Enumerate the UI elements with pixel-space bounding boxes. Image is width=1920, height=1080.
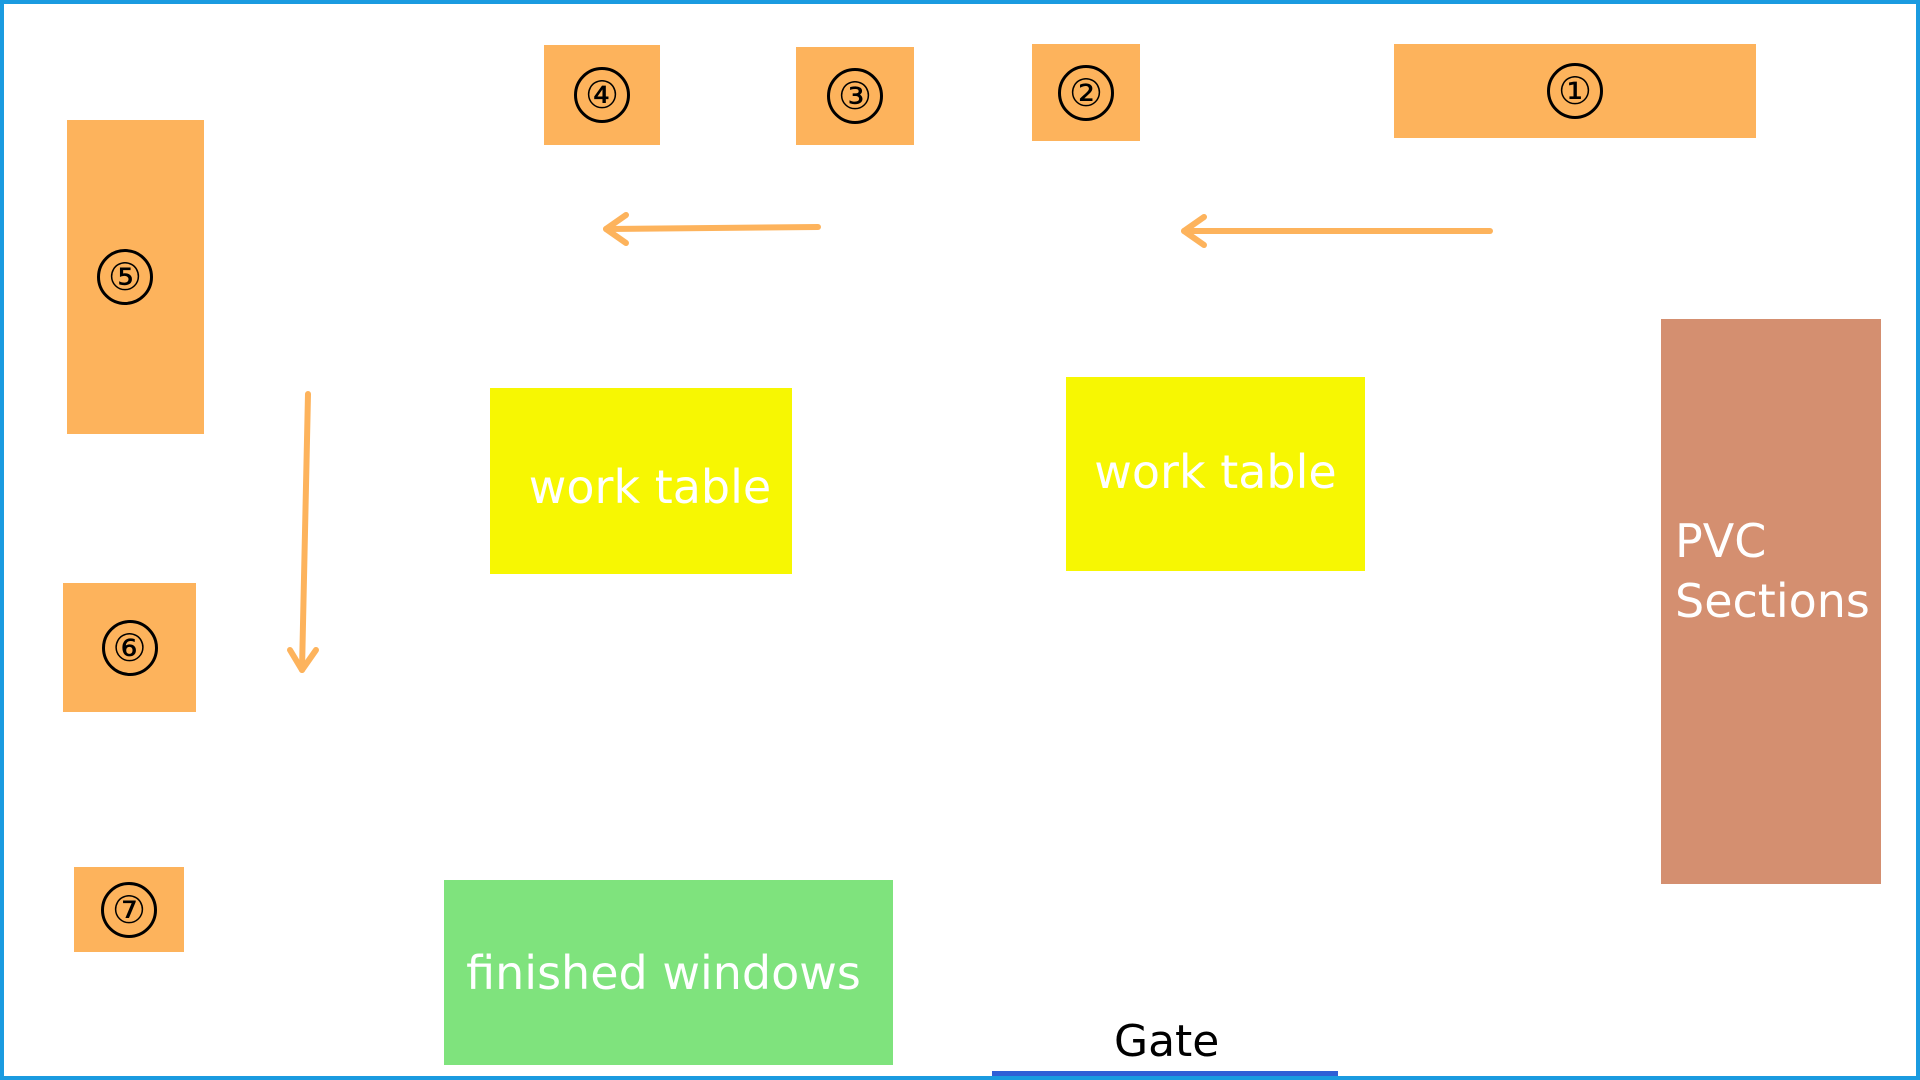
work-table-left-label: work table: [528, 460, 772, 514]
station-5: ⑤: [67, 120, 204, 434]
finished-windows-label: finished windows: [466, 945, 861, 1000]
station-2-label: ②: [1058, 64, 1114, 121]
arrow-center-to-left: [603, 212, 821, 246]
pvc-sections-label: PVC Sections: [1675, 513, 1870, 628]
work-table-right: work table: [1066, 377, 1365, 571]
station-2: ②: [1032, 44, 1140, 141]
station-4-label: ④: [574, 67, 630, 123]
finished-windows: finished windows: [444, 880, 893, 1065]
pvc-sections: PVC Sections: [1661, 319, 1881, 884]
arrow-right-to-center: [1181, 214, 1493, 248]
station-5-label: ⑤: [97, 249, 153, 305]
flow-arrows: [287, 212, 1493, 673]
station-1: ①: [1394, 44, 1756, 138]
work-table-right-label: work table: [1094, 445, 1337, 499]
arrow-down: [287, 391, 319, 673]
station-6-label: ⑥: [101, 619, 158, 676]
station-7: ⑦: [74, 867, 184, 952]
station-7-label: ⑦: [101, 881, 157, 938]
station-6: ⑥: [63, 583, 196, 712]
work-table-left: work table: [490, 388, 792, 574]
gate-label: Gate: [1114, 1016, 1220, 1067]
station-1-label: ①: [1547, 63, 1603, 119]
station-4: ④: [544, 45, 660, 145]
gate-bar: [992, 1071, 1338, 1076]
station-3: ③: [796, 47, 914, 145]
station-3-label: ③: [827, 68, 883, 124]
